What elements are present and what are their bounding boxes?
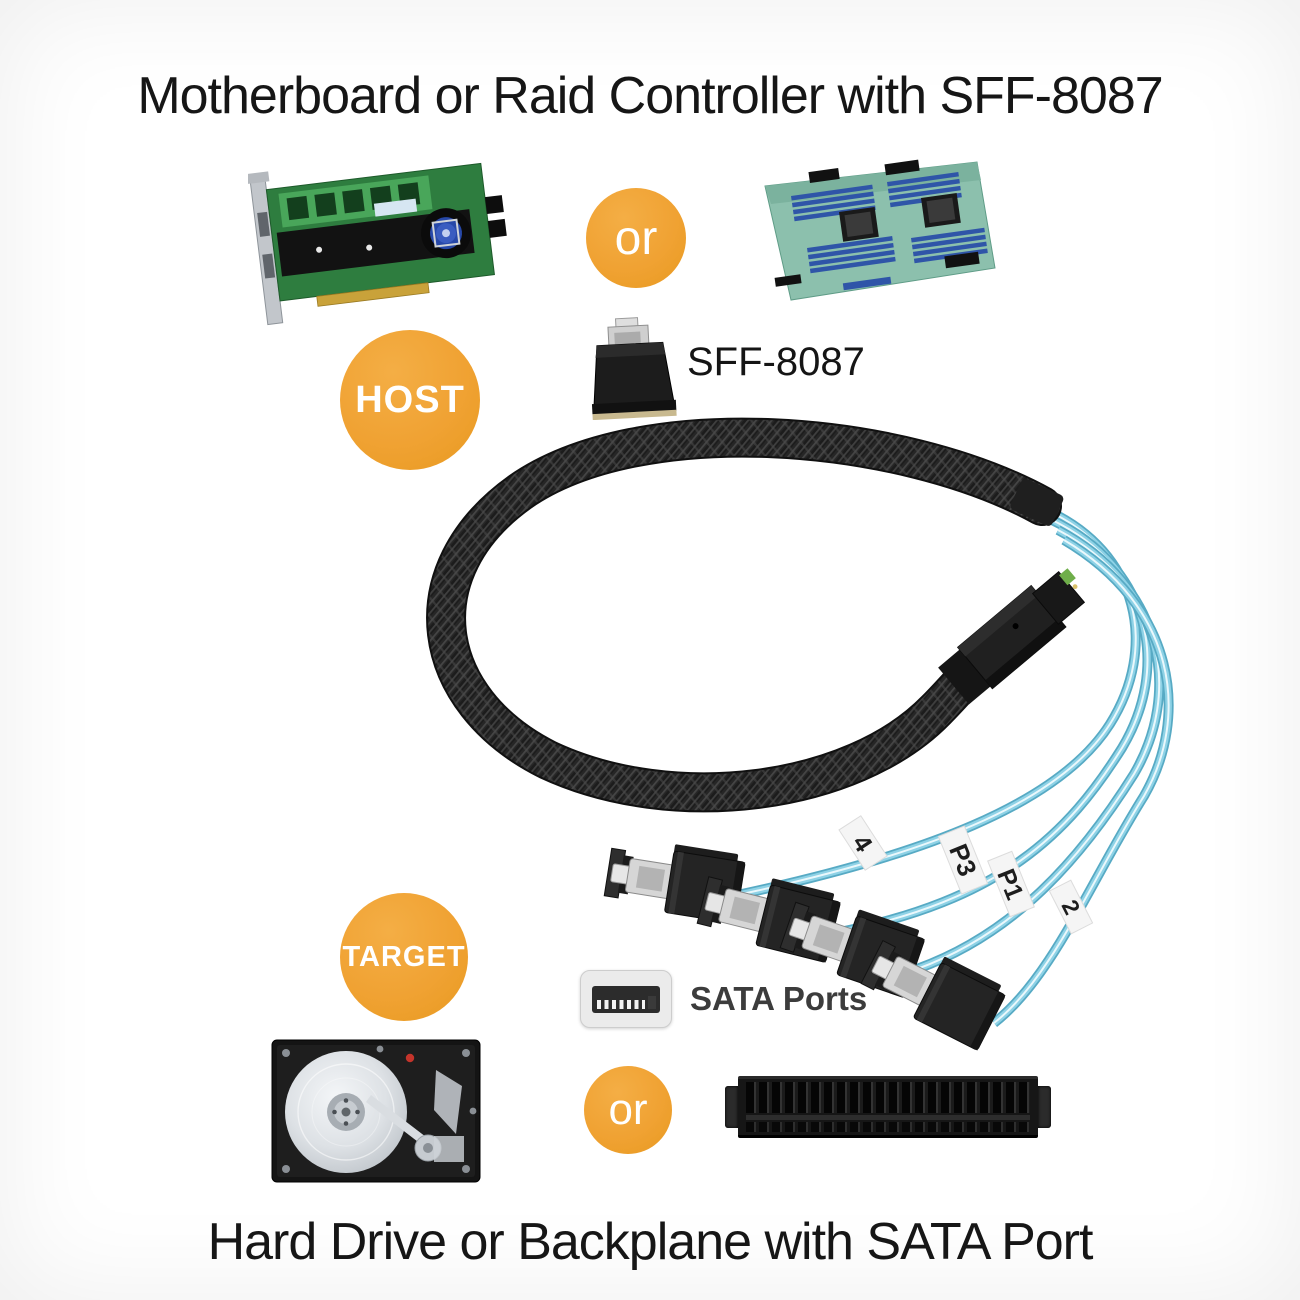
- sff8087-connector-image: [591, 317, 677, 420]
- sata-port-icon: [580, 970, 672, 1028]
- backplane-image: [725, 1076, 1051, 1138]
- cable-tag-sleeve-p3: P3: [937, 825, 989, 895]
- target-badge-label: TARGET: [342, 940, 466, 973]
- sata-pins: [597, 1000, 645, 1009]
- sata-plug-4: [860, 939, 1006, 1051]
- sff8087-label: SFF-8087: [687, 340, 865, 384]
- sata-slot: [592, 986, 660, 1013]
- host-badge: HOST: [340, 330, 480, 470]
- raid-card: [248, 162, 507, 326]
- dimm-bank-1: [791, 184, 876, 222]
- sticker: [373, 198, 418, 217]
- motherboard-image: [764, 159, 996, 301]
- target-badge: TARGET: [340, 893, 468, 1021]
- cpu-socket-2: [921, 192, 961, 228]
- bottom-title: Hard Drive or Backplane with SATA Port: [207, 1213, 1094, 1271]
- backplane-rail: [746, 1115, 1030, 1120]
- cable-tag-sleeve-2: 2: [1048, 879, 1094, 935]
- raid-controller-image: [248, 162, 507, 326]
- sff-port-2: [487, 218, 507, 238]
- pcie-gold-edge: [316, 282, 430, 307]
- or-badge-top: or: [586, 188, 686, 288]
- cpu-socket-1: [839, 206, 879, 242]
- sff8087-connector: [591, 317, 677, 420]
- cable-tag-sleeve-4: 4: [838, 815, 888, 871]
- hard-drive-image: [271, 1039, 481, 1183]
- sata-ports-label: SATA Ports: [690, 980, 868, 1017]
- braid-end-cap: [1010, 478, 1064, 526]
- dimm-bank-2: [887, 171, 962, 208]
- backplane-ear-left: [725, 1086, 738, 1128]
- dimm-bank-3: [807, 236, 896, 274]
- or-badge-top-label: or: [614, 211, 658, 265]
- sff-port-1: [484, 195, 504, 215]
- connector-base: [592, 409, 677, 420]
- or-badge-bottom-label: or: [608, 1085, 648, 1134]
- cable-image: 4 P3 P1 2: [426, 417, 1174, 1051]
- backplane-ear-right: [1038, 1086, 1051, 1128]
- sata-notch: [648, 996, 656, 1009]
- hdd-body: [271, 1039, 481, 1183]
- braid-loop: [426, 417, 1064, 813]
- backplane-slot-latches: [746, 1122, 1030, 1132]
- top-title: Motherboard or Raid Controller with SFF-…: [137, 67, 1163, 125]
- sata-cable-4: [990, 535, 1174, 1027]
- sff8087-cable-connector: [938, 568, 1086, 705]
- hdd-red-dot: [405, 1053, 415, 1063]
- host-badge-label: HOST: [355, 378, 465, 421]
- connector-pcb-tip: [1059, 568, 1076, 586]
- hdd-actuator-arm: [366, 1095, 430, 1148]
- motherboard-board: [764, 159, 996, 301]
- hdd-lattice: [434, 1070, 462, 1134]
- backplane-drive-slots: [746, 1082, 1030, 1113]
- or-badge-bottom: or: [584, 1066, 672, 1154]
